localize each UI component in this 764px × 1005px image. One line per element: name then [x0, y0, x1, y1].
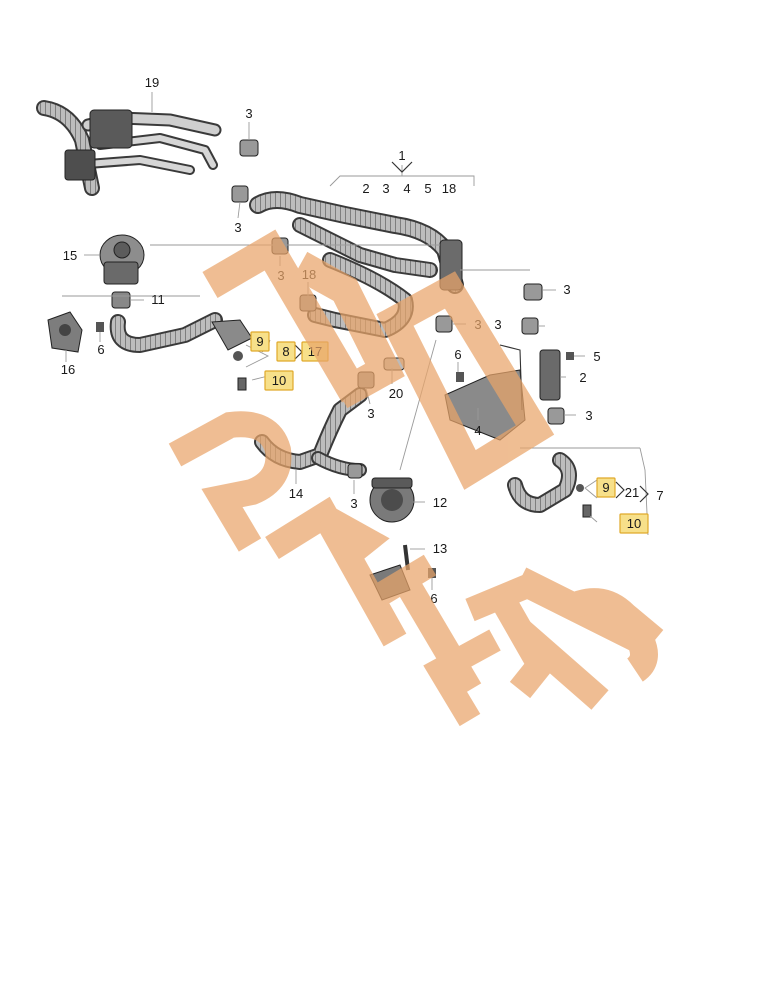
callout-6: 6	[97, 342, 104, 357]
part-valve-left	[211, 319, 253, 391]
callout-1-sub-3: 3	[382, 181, 389, 196]
callout-13: 13	[433, 541, 447, 556]
part-16-bracket	[47, 311, 83, 353]
callout-labels: 19 3 1 2 3 4 5 18 3 15 3 18 3 11 6 16 3 …	[61, 75, 664, 606]
callout-16: 16	[61, 362, 75, 377]
callout-2: 2	[579, 370, 586, 385]
callout-3: 3	[494, 317, 501, 332]
callout-7: 7	[656, 488, 663, 503]
callout-6: 6	[430, 591, 437, 606]
watermark-logo	[168, 229, 664, 727]
callout-15: 15	[63, 248, 77, 263]
callout-3: 3	[563, 282, 570, 297]
part-12-pump	[369, 477, 415, 523]
callout-3: 3	[350, 496, 357, 511]
callout-3: 3	[367, 406, 374, 421]
callout-14: 14	[289, 486, 303, 501]
callout-1: 1	[398, 148, 405, 163]
callout-8: 8	[282, 344, 289, 359]
callout-19: 19	[145, 75, 159, 90]
callout-3: 3	[585, 408, 592, 423]
callout-11: 11	[151, 292, 165, 307]
callout-12: 12	[433, 495, 447, 510]
callout-3: 3	[245, 106, 252, 121]
callout-9: 9	[602, 480, 609, 495]
callout-1-sub-5: 5	[424, 181, 431, 196]
part-15-pump	[99, 234, 145, 285]
callout-10: 10	[627, 516, 641, 531]
callout-1-sub-2: 2	[362, 181, 369, 196]
callout-5: 5	[593, 349, 600, 364]
callout-10: 10	[272, 373, 286, 388]
callout-9: 9	[256, 334, 263, 349]
part-7-hose	[507, 452, 592, 518]
part-19-hose-assembly	[36, 100, 222, 196]
callout-3: 3	[234, 220, 241, 235]
callout-1-sub-18: 18	[442, 181, 456, 196]
callout-20: 20	[389, 386, 403, 401]
callout-6: 6	[454, 347, 461, 362]
callout-21: 21	[625, 485, 639, 500]
callout-1-sub-4: 4	[403, 181, 410, 196]
callout-4: 4	[474, 423, 481, 438]
